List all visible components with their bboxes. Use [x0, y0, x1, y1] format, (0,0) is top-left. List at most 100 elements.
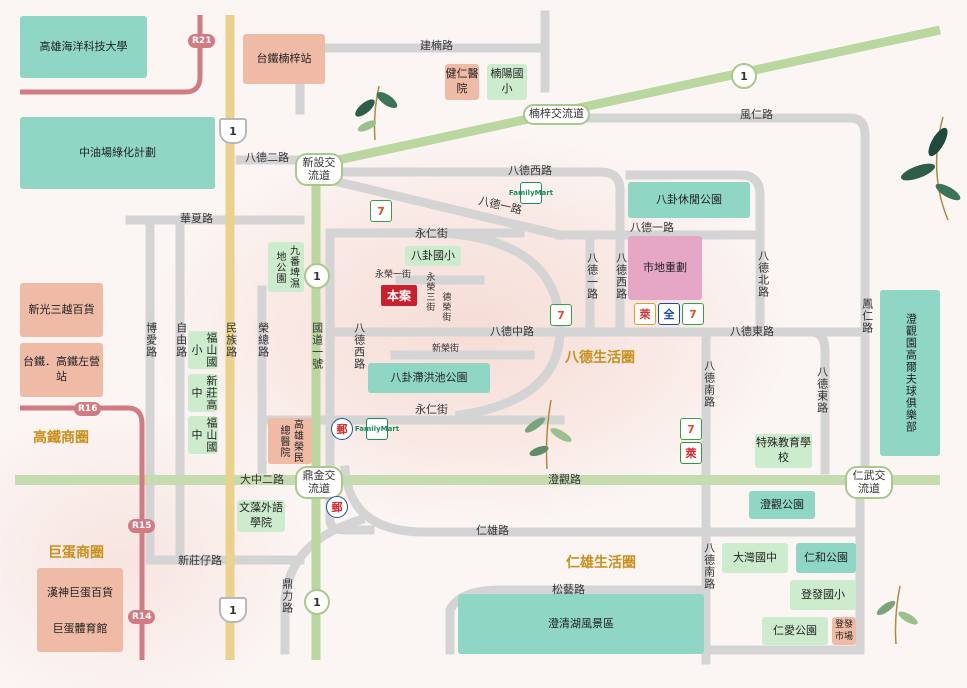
poi-dengfa-elem: 登發國小: [790, 580, 856, 610]
road-label: 澄觀路: [548, 473, 581, 486]
road-label: 八德西路: [508, 164, 552, 177]
rail-tag-r15: R15: [128, 519, 156, 533]
poi-chengguan-park: 澄觀公園: [749, 491, 815, 519]
road-label: 鳳仁路: [860, 298, 874, 334]
area-bade: 八德生活圈: [565, 350, 635, 366]
mrt-line-lower: [20, 405, 145, 660]
project-marker: 本案: [381, 285, 418, 306]
leaf-decoration-icon: [876, 585, 918, 645]
poi-zhongyou: 中油場綠化計劃: [20, 117, 215, 189]
freeway-shield: 1: [219, 597, 247, 623]
post-office-icon: 郵: [326, 496, 348, 518]
road-label: 松藝路: [552, 583, 585, 596]
road-label: 八德一路: [630, 221, 674, 234]
hi-life-icon: 萊: [680, 442, 702, 464]
road-badexi: [335, 167, 625, 335]
road-label: 八德北路: [756, 250, 770, 298]
road-label: 榮總路: [256, 322, 270, 358]
highway-badge: 1: [304, 589, 330, 615]
road-label: 永榮三街: [424, 272, 435, 312]
road-label: 八德中路: [490, 325, 534, 338]
road-bagua-park-loop: [625, 170, 765, 335]
road-label: 永仁街: [415, 403, 448, 416]
road-label: 八德二路: [245, 151, 289, 164]
seven-eleven-icon: 7: [370, 200, 392, 222]
poi-fushan-jr: 福山國中: [188, 416, 218, 454]
road-label: 八德西路: [352, 322, 366, 370]
poi-nanyang-elem: 楠陽國小: [487, 64, 527, 100]
road-label: 仁雄路: [476, 524, 509, 537]
mrt-line-upper: [20, 15, 203, 95]
road-label: 八德西路: [614, 252, 628, 300]
poi-renhe-park: 仁和公園: [796, 543, 856, 573]
road-dingli: [280, 514, 366, 655]
poi-dawan-jr: 大灣國中: [722, 543, 788, 573]
leaf-decoration-icon: [355, 85, 398, 141]
road-label: 新榮街: [432, 344, 460, 354]
pxmart-icon: 全: [658, 303, 680, 325]
road-label: 德榮街: [440, 292, 451, 322]
poi-bagua-park: 八卦休閒公園: [628, 182, 750, 218]
area-renxiong: 仁雄生活圈: [566, 555, 636, 571]
post-office-icon: 郵: [331, 418, 353, 440]
road-bade1-diag: [324, 174, 566, 241]
seven-eleven-icon: 7: [550, 304, 572, 326]
poi-nanzi-station: 台鐵楠梓站: [243, 34, 325, 84]
road-label: 風仁路: [740, 108, 773, 121]
poi-renai-park: 仁愛公園: [762, 617, 828, 645]
road-label: 八德一路: [585, 252, 599, 300]
freeway-shield: 1: [219, 118, 247, 144]
familymart-icon: FamilyMart: [509, 182, 553, 204]
seven-eleven-icon: 7: [680, 418, 702, 440]
road-label: 建楠路: [420, 39, 453, 52]
highway-badge: 1: [304, 263, 330, 289]
familymart-icon: FamilyMart: [355, 418, 399, 440]
road-label: 永仁街: [415, 227, 448, 240]
seven-eleven-icon: 7: [682, 303, 704, 325]
road-label: 八德南路: [702, 360, 716, 408]
road-label: 華夏路: [180, 212, 213, 225]
road-label: 國道一號: [310, 322, 324, 370]
area-juegg: 巨蛋商圈: [48, 545, 104, 561]
road-label: 新莊仔路: [178, 554, 222, 567]
poi-shinkong: 新光三越百貨: [20, 283, 103, 337]
poi-bagua-detention-park: 八卦滯洪池公園: [368, 363, 490, 393]
road-label: 民族路: [224, 322, 238, 358]
poi-veterans-hospital: 高雄榮民總醫院: [268, 418, 312, 464]
poi-tra-hsr-station: 台鐵．高鐵左營站: [20, 343, 103, 397]
leaf-decoration-icon: [524, 399, 572, 470]
poi-land-redevelopment: 市地重劃: [628, 236, 702, 300]
leaf-decoration-icon: [900, 116, 961, 221]
road-label: 八德南路: [702, 542, 716, 590]
road-label: 永榮一街: [375, 270, 412, 280]
road-label: 大中二路: [240, 473, 284, 486]
hi-life-icon: 萊: [634, 303, 656, 325]
road-fengren-top: [555, 113, 870, 485]
poi-special-edu: 特殊教育學校: [755, 434, 812, 468]
poi-xinzhuang-high: 新莊高中: [188, 374, 218, 412]
highway-diagonal: [314, 25, 941, 170]
road-label: 鼎力路: [280, 578, 294, 614]
poi-bagua-elem: 八卦國小: [405, 246, 461, 266]
road-label: 八德東路: [815, 366, 829, 414]
rail-tag-r14: R14: [128, 610, 156, 624]
poi-jianren-hospital: 健仁醫院: [445, 64, 479, 100]
poi-dengfa-market: 登發市場: [832, 617, 856, 645]
rail-tag-r21: R21: [188, 34, 216, 48]
area-hsr: 高鐵商圈: [33, 430, 89, 446]
road-badedong-v: [755, 327, 830, 475]
interchange-renwu: 仁武交流道: [845, 466, 893, 500]
road-label: 八德東路: [730, 325, 774, 338]
poi-fushan-elem: 福山國小: [188, 331, 218, 369]
interchange-dingjin: 鼎金交流道: [295, 466, 343, 500]
rail-tag-r16: R16: [74, 402, 102, 416]
poi-wenzao: 文藻外語學院: [237, 500, 285, 532]
interchange-nanzi: 楠梓交流道: [523, 104, 590, 125]
poi-arena: 巨蛋體育館: [37, 606, 123, 652]
interchange-xinshe: 新設交流道: [295, 153, 343, 187]
highway-badge: 1: [731, 63, 757, 89]
road-label: 自由路: [174, 322, 188, 358]
poi-nkust: 高雄海洋科技大學: [20, 16, 147, 78]
